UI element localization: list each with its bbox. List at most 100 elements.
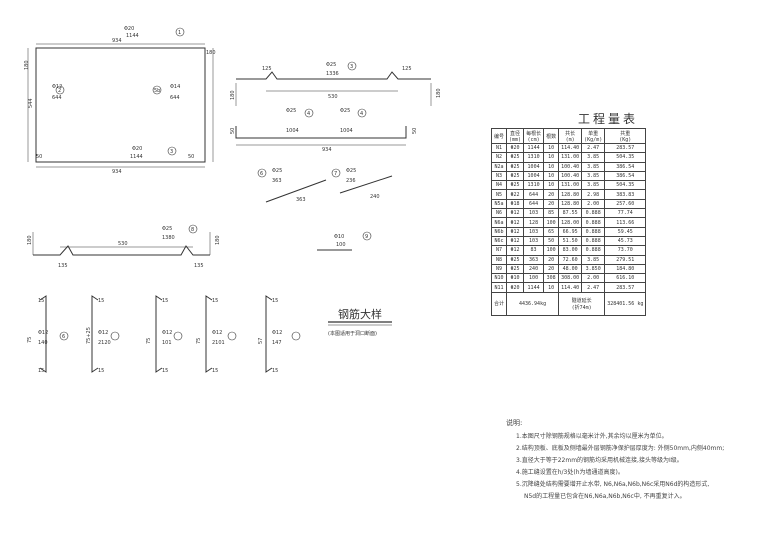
hook-top-right-dim: 125: [402, 66, 412, 72]
st4-label: Φ12: [212, 330, 222, 336]
hook-bot-left-vert: 180: [27, 235, 33, 245]
rect-left-bot-dim: 50: [36, 154, 42, 160]
table-cell: 72.60: [558, 254, 583, 265]
table-cell: 386.54: [604, 161, 647, 172]
table-cell: 77.74: [604, 208, 647, 219]
note-line: 2.结构顶板、底板及侧墙最外层钢筋净保护层厚度为: 外侧50mm,内侧40mm;: [516, 445, 725, 452]
table-cell: N6: [490, 208, 508, 219]
st2-bot: 15: [98, 368, 104, 374]
note-line: 3.直径大于等于22mm的钢筋均采用机械连接,接头等级为Ⅰ级。: [516, 457, 683, 464]
bar-n25b-id: 4: [360, 111, 363, 117]
table-cell: 3.85: [581, 180, 606, 191]
table-cell: 100.40: [558, 161, 583, 172]
st2-len: 2120: [98, 340, 111, 346]
table-cell: 644: [523, 189, 545, 200]
table-cell: 73.70: [604, 245, 647, 256]
diag-a-label: Φ25: [272, 168, 282, 174]
diag-bar-b: [339, 175, 393, 194]
table-cell: 20: [543, 198, 560, 210]
rect-right-bot-dim: 50: [188, 154, 194, 160]
table-cell: N8: [490, 254, 508, 265]
stirrup-5: [265, 295, 273, 373]
table-cell: N7: [490, 245, 508, 256]
st1-side: 75: [27, 337, 33, 343]
notes-block: 说明: 1.本图尺寸除钢筋规格以毫米计外,其余均以厘米为单位。 2.结构顶板、底…: [506, 417, 724, 503]
st5-bot: 15: [272, 368, 278, 374]
stirrup-1: [39, 295, 47, 373]
table-cell: N10: [490, 273, 508, 284]
st3-top: 15: [162, 298, 168, 304]
table-cell: 386.54: [604, 170, 647, 182]
quantity-header-cell: 单重 (Kg/m): [581, 128, 606, 144]
table-cell: N6b: [490, 226, 508, 237]
table-cell: 100: [543, 217, 560, 228]
table-cell: 0.888: [581, 217, 606, 228]
hook-top-label: Φ25: [326, 62, 336, 68]
table-cell: 100: [543, 245, 560, 256]
table-cell: 0.888: [581, 208, 606, 219]
table-cell: 308: [543, 273, 560, 284]
table-cell: 308.00: [558, 273, 583, 284]
table-cell: N3: [490, 170, 508, 182]
table-cell: N4: [490, 180, 508, 191]
table-cell: Φ25: [506, 263, 525, 275]
st5-len: 147: [272, 340, 282, 346]
table-cell: 1144: [523, 142, 545, 154]
table-cell: N2: [490, 152, 508, 163]
table-cell: 504.35: [604, 152, 647, 163]
note-line: 5.沉降缝处结构需要增开止水带, N6,N6a,N6b,N6c采用N6d的构造形…: [516, 481, 710, 488]
table-cell: 283.57: [604, 142, 647, 154]
table-cell: Φ25: [506, 170, 525, 182]
rect-cage: [35, 47, 206, 163]
table-cell: 103: [523, 208, 545, 219]
table-cell: 1310: [523, 180, 545, 191]
st1-bot: 15: [38, 368, 44, 374]
table-cell: N11: [490, 282, 508, 293]
table-cell: Φ22: [506, 189, 525, 200]
rect-n12-left: Φ12: [52, 84, 62, 90]
table-cell: 103: [523, 235, 545, 247]
hook-top-left-dim: 125: [262, 66, 272, 72]
bar-long-dim: 934: [322, 147, 332, 153]
rect-n12-left-id: 2: [58, 88, 61, 94]
rect-n20-bot-len: 1144: [130, 154, 143, 160]
table-cell: Φ10: [506, 273, 525, 284]
diag-bar-a: [265, 179, 327, 203]
bar-n25b: Φ25: [340, 108, 350, 114]
table-cell: 51.50: [558, 235, 583, 247]
tunnel-length-label: 隧道延长: [571, 297, 592, 304]
hook-bot-len: 1380: [162, 235, 175, 241]
table-cell: N9: [490, 263, 508, 275]
hook-top-id: 3: [350, 64, 353, 70]
hook-bot-right-vert: 180: [215, 235, 221, 245]
st5-label: Φ12: [272, 330, 282, 336]
hook-rebar-top: [236, 71, 431, 80]
table-cell: 100: [523, 273, 545, 284]
table-cell: 2.47: [581, 142, 606, 154]
table-cell: 131.00: [558, 152, 583, 163]
hook-bot-mid-dim: 530: [118, 241, 128, 247]
notes-title: 说明:: [506, 419, 523, 427]
table-cell: 3.85: [581, 254, 606, 265]
rect-n20-top-len: 1144: [126, 33, 139, 39]
st2-top: 15: [98, 298, 104, 304]
table-cell: 83: [523, 245, 545, 256]
table-cell: 3.85: [581, 152, 606, 163]
st1-top: 15: [38, 298, 44, 304]
rect-n14-right-len: 644: [170, 95, 180, 101]
table-cell: N6c: [490, 235, 508, 247]
table-cell: 83.00: [558, 245, 583, 256]
st5-top: 15: [272, 298, 278, 304]
table-cell: Φ25: [506, 161, 525, 172]
bar-right-dim: 50: [412, 128, 418, 134]
table-cell: 20: [543, 189, 560, 200]
